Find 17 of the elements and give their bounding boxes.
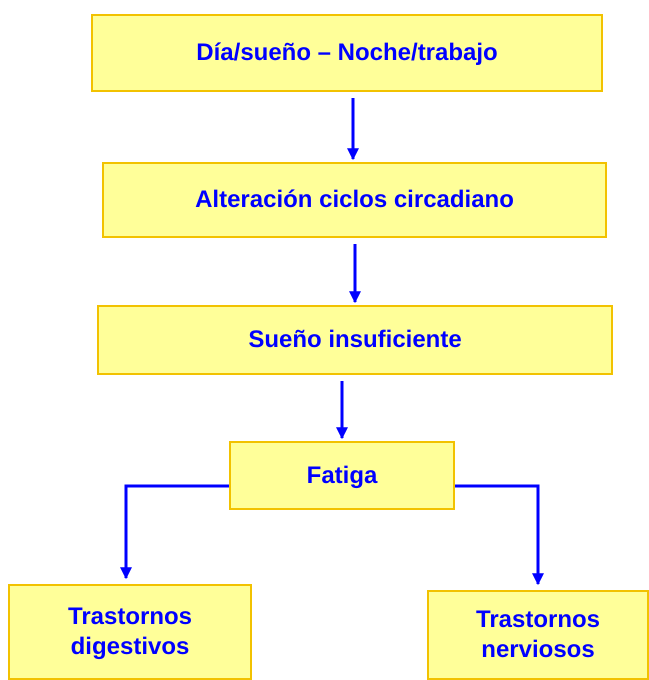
arrow — [347, 98, 359, 160]
box-label: Fatiga — [306, 460, 378, 490]
arrow — [120, 484, 229, 580]
arrow — [349, 244, 361, 304]
process-box — [91, 14, 603, 92]
box-label: Día/sueño – Noche/trabajo — [196, 38, 498, 68]
box-label: Trastornos digestivos — [66, 602, 194, 662]
process-box — [97, 305, 613, 375]
box-label: Trastornos nerviosos — [474, 605, 602, 665]
arrow — [336, 381, 348, 440]
box-label: Sueño insuficiente — [248, 325, 462, 355]
process-box — [8, 584, 252, 680]
box-label: Alteración ciclos circadiano — [195, 185, 514, 215]
process-box — [427, 590, 649, 680]
process-box — [229, 441, 455, 510]
arrow — [455, 484, 544, 586]
process-box — [102, 162, 607, 238]
